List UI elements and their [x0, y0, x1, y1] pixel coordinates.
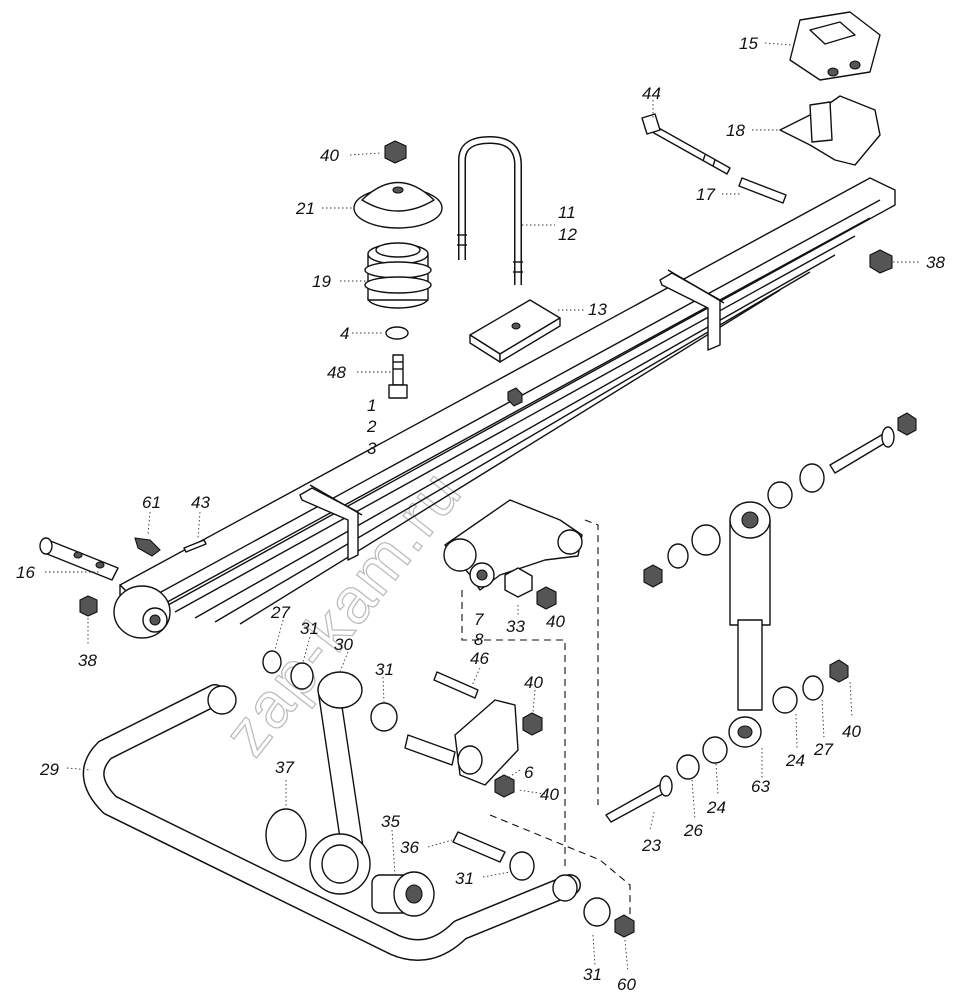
label-7: 7	[474, 610, 484, 629]
label-17: 17	[696, 185, 715, 204]
label-18: 18	[726, 121, 745, 140]
nut-40-bracket6-top	[522, 712, 543, 736]
label-2: 2	[366, 417, 377, 436]
label-27-left: 27	[270, 603, 290, 622]
label-31-d: 31	[583, 965, 602, 984]
label-4: 4	[340, 324, 349, 343]
callout-labels: 40 21 19 4 48 1 2 3 11 12 13 15 18 44 17…	[16, 34, 945, 994]
label-19: 19	[312, 272, 331, 291]
label-33: 33	[506, 617, 525, 636]
bushing-35	[371, 871, 435, 917]
bushing-31-d	[583, 897, 611, 927]
nut-40-top	[384, 140, 407, 164]
label-12: 12	[558, 225, 577, 244]
assembly-dash-lines	[461, 519, 631, 915]
label-46: 46	[470, 649, 489, 668]
label-38-left: 38	[78, 651, 97, 670]
label-40-top: 40	[320, 146, 339, 165]
label-40-bracket: 40	[546, 612, 565, 631]
label-31-b: 31	[375, 660, 394, 679]
upper-pin-assembly	[643, 412, 917, 588]
label-30: 30	[334, 635, 353, 654]
seal-ring-37	[265, 808, 307, 862]
label-48: 48	[327, 363, 346, 382]
label-35: 35	[381, 812, 400, 831]
label-60: 60	[617, 975, 636, 994]
bushing-31-b	[370, 702, 398, 732]
nut-40-bracket	[536, 586, 557, 610]
label-31-a: 31	[300, 619, 319, 638]
label-24-b: 24	[785, 751, 805, 770]
label-29: 29	[39, 760, 59, 779]
bushing-31-a	[290, 662, 314, 690]
stabilizer-bar-29	[82, 684, 581, 961]
label-24-a: 24	[706, 798, 726, 817]
label-38-right: 38	[926, 253, 945, 272]
nut-38-right	[869, 249, 893, 274]
link-30	[309, 671, 371, 895]
nut-33	[504, 567, 533, 598]
bracket-15	[789, 11, 881, 81]
nut-38-left	[79, 595, 98, 617]
label-31-c: 31	[455, 869, 474, 888]
bracket-18	[779, 95, 881, 166]
label-36: 36	[400, 838, 419, 857]
pin-16	[39, 537, 119, 581]
label-1: 1	[367, 396, 376, 415]
lower-pin-23-assembly	[605, 659, 849, 823]
bolt-48	[388, 354, 408, 399]
label-63: 63	[751, 777, 770, 796]
shock-absorber-63	[728, 501, 771, 748]
label-11: 11	[558, 203, 576, 222]
bracket-6	[404, 699, 519, 786]
label-26: 26	[683, 821, 703, 840]
leader-lines	[45, 42, 920, 973]
washer-27-left	[262, 650, 282, 674]
label-40-bracket6: 40	[524, 673, 543, 692]
bolt-44	[641, 113, 731, 175]
label-61: 61	[142, 493, 161, 512]
label-13: 13	[588, 300, 607, 319]
label-40-right: 40	[842, 722, 861, 741]
label-8: 8	[474, 630, 484, 649]
bushing-31-c	[509, 851, 535, 881]
bolt-36	[452, 831, 506, 863]
nut-60	[614, 914, 635, 938]
label-44: 44	[642, 84, 661, 103]
label-27-right: 27	[813, 740, 833, 759]
label-23: 23	[641, 836, 661, 855]
buffer-cap-21	[353, 181, 443, 229]
washer-4	[385, 326, 409, 340]
rubber-buffer-19	[364, 242, 432, 309]
bracket-7-8	[443, 499, 583, 591]
label-37: 37	[275, 758, 294, 777]
bolt-46	[433, 671, 479, 699]
u-bolt-11-12	[457, 136, 523, 285]
nut-40-bracket6-bottom	[494, 774, 515, 798]
label-43: 43	[191, 493, 210, 512]
pin-17	[738, 177, 787, 204]
label-6: 6	[524, 763, 534, 782]
clamp-plate-13	[469, 299, 561, 363]
label-3: 3	[367, 439, 377, 458]
grease-nipple-61	[134, 537, 161, 557]
label-15: 15	[739, 34, 758, 53]
label-16: 16	[16, 563, 35, 582]
leaf-spring-pack	[113, 177, 896, 639]
label-40-bracket6-bottom: 40	[540, 785, 559, 804]
pin-43	[183, 539, 207, 553]
label-21: 21	[295, 199, 315, 218]
